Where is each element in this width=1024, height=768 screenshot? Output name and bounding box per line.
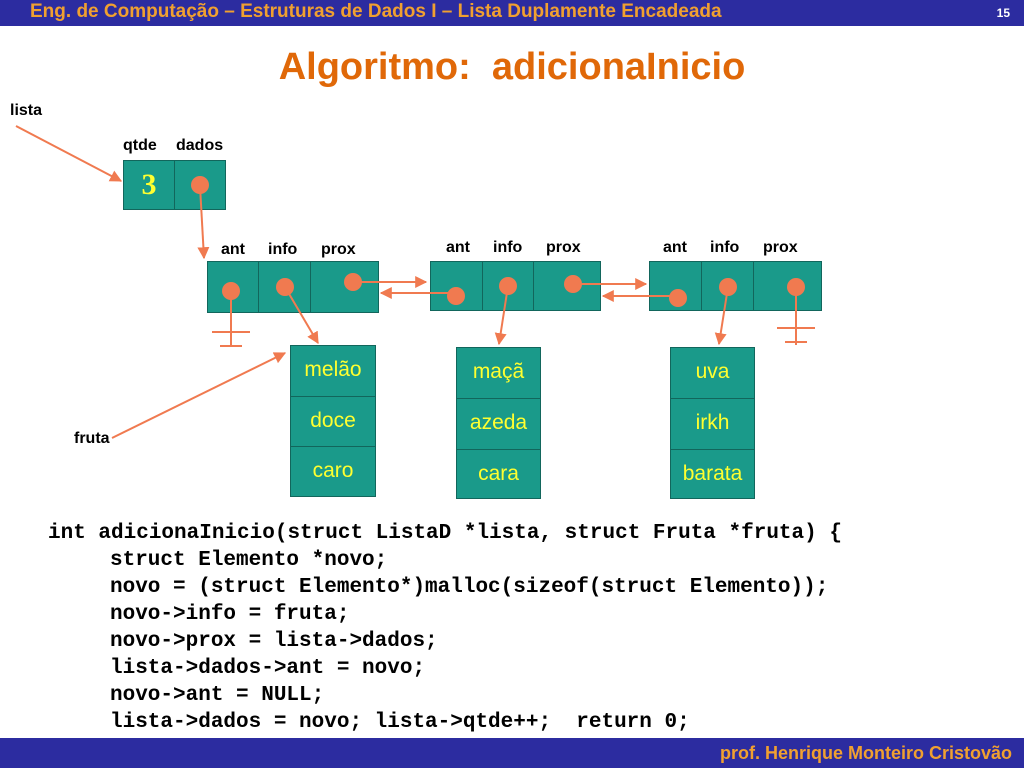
label-qtde: qtde bbox=[123, 137, 157, 154]
node1-label-info: info bbox=[268, 241, 298, 258]
dot-node3-ant bbox=[669, 289, 687, 307]
fruit1-price-cell: caro bbox=[290, 446, 376, 497]
fruit1-name-cell: melão bbox=[290, 345, 376, 397]
fruit2-taste-cell: azeda bbox=[456, 398, 541, 450]
code-line-6: lista->dados->ant = novo; bbox=[110, 657, 426, 680]
header-bar: Eng. de Computação – Estruturas de Dados… bbox=[0, 0, 1024, 26]
node2-prox-cell bbox=[533, 261, 601, 311]
dot-node2-info bbox=[499, 277, 517, 295]
header-qtde-cell bbox=[123, 160, 175, 210]
dot-header-dados bbox=[191, 176, 209, 194]
fruit2-name-cell: maçã bbox=[456, 347, 541, 399]
list-count: 3 bbox=[141, 168, 157, 201]
fruit1-taste-cell: doce bbox=[290, 396, 376, 447]
label-fruta: fruta bbox=[74, 430, 110, 447]
arrow-dados-to-node1 bbox=[197, 185, 210, 260]
label-dados: dados bbox=[176, 137, 224, 154]
fruit2-price-cell: cara bbox=[456, 449, 541, 499]
code-line-8: lista->dados = novo; lista->qtde++; retu… bbox=[110, 711, 690, 734]
node1-label-prox: prox bbox=[321, 241, 356, 258]
footer-bar: prof. Henrique Monteiro Cristovão bbox=[0, 738, 1024, 768]
page-number: 15 bbox=[996, 6, 1010, 20]
footer-author: prof. Henrique Monteiro Cristovão bbox=[719, 743, 1012, 763]
code-line-1: int adicionaInicio(struct ListaD *lista,… bbox=[48, 522, 842, 545]
node3-label-info: info bbox=[710, 239, 740, 256]
label-lista: lista bbox=[10, 102, 43, 119]
arrow-lista-to-header bbox=[15, 125, 123, 182]
arrow-node1-info-to-fruit1 bbox=[284, 286, 319, 345]
arrow-fruta-to-fruit1 bbox=[111, 352, 287, 439]
node2-label-prox: prox bbox=[546, 239, 581, 256]
code-line-4: novo->info = fruta; bbox=[110, 603, 350, 626]
dot-node1-info bbox=[276, 278, 294, 296]
fruit3-price-cell: barata bbox=[670, 449, 755, 499]
dot-node3-info bbox=[719, 278, 737, 296]
dot-node3-prox bbox=[787, 278, 805, 296]
node3-label-prox: prox bbox=[763, 239, 798, 256]
slide-title: Algoritmo: adicionaInicio bbox=[278, 46, 746, 88]
code-line-7: novo->ant = NULL; bbox=[110, 684, 325, 707]
dot-node2-ant bbox=[447, 287, 465, 305]
dot-node1-prox bbox=[344, 273, 362, 291]
header-title: Eng. de Computação – Estruturas de Dados… bbox=[30, 1, 722, 22]
code-line-2: struct Elemento *novo; bbox=[110, 549, 388, 572]
dot-node1-ant bbox=[222, 282, 240, 300]
arrow-node3-info-to-fruit3 bbox=[714, 286, 729, 346]
node3-label-ant: ant bbox=[663, 239, 687, 256]
node1-label-ant: ant bbox=[221, 241, 245, 258]
code-line-3: novo = (struct Elemento*)malloc(sizeof(s… bbox=[110, 576, 829, 599]
node2-label-info: info bbox=[493, 239, 523, 256]
node1-prox-cell bbox=[310, 261, 379, 313]
code-line-5: novo->prox = lista->dados; bbox=[110, 630, 438, 653]
dot-node2-prox bbox=[564, 275, 582, 293]
node2-label-ant: ant bbox=[446, 239, 470, 256]
arrow-node2-info-to-fruit2 bbox=[494, 285, 509, 346]
code-block: int adicionaInicio(struct ListaD *lista,… bbox=[48, 520, 842, 736]
